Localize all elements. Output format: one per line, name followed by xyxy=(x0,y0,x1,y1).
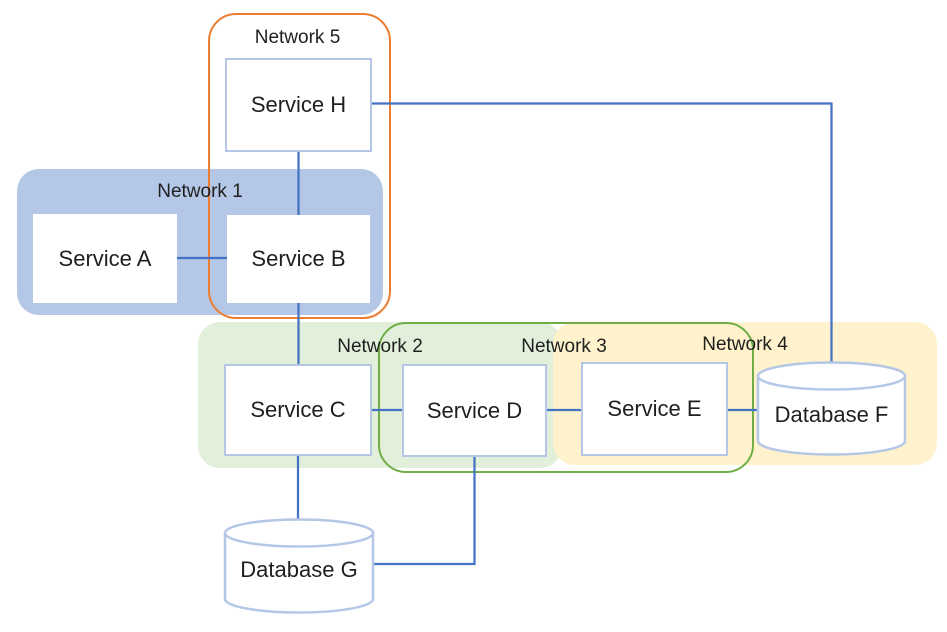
node-service-c-label: Service C xyxy=(250,397,346,422)
network-5-label: Network 5 xyxy=(254,27,341,48)
node-service-d-label: Service D xyxy=(426,397,523,423)
node-service-e-label: Service E xyxy=(607,396,702,421)
node-service-b: Service B xyxy=(227,215,370,303)
node-service-d: Service D xyxy=(402,364,547,457)
network-1-label: Network 1 xyxy=(157,181,243,202)
edge-service-h-database-f xyxy=(372,102,833,363)
node-database-f-label: Database F xyxy=(774,402,889,427)
node-service-c: Service C xyxy=(224,364,372,456)
node-service-h: Service H xyxy=(225,58,372,152)
database-f-cylinder-icon xyxy=(756,361,907,456)
node-service-a: Service A xyxy=(33,214,177,303)
network-3-label: Network 3 xyxy=(521,336,607,357)
database-g-cylinder-icon xyxy=(223,518,375,614)
node-service-a-label: Service A xyxy=(58,245,152,271)
network-3-zone xyxy=(378,322,754,473)
node-database-g-label: Database G xyxy=(240,557,358,582)
network-2-label: Network 2 xyxy=(337,336,423,357)
network-4-label: Network 4 xyxy=(702,334,788,355)
node-service-b-label: Service B xyxy=(251,246,346,271)
node-service-e: Service E xyxy=(581,362,728,456)
node-service-h-label: Service H xyxy=(250,92,347,117)
edge-service-d-database-g xyxy=(373,457,476,566)
